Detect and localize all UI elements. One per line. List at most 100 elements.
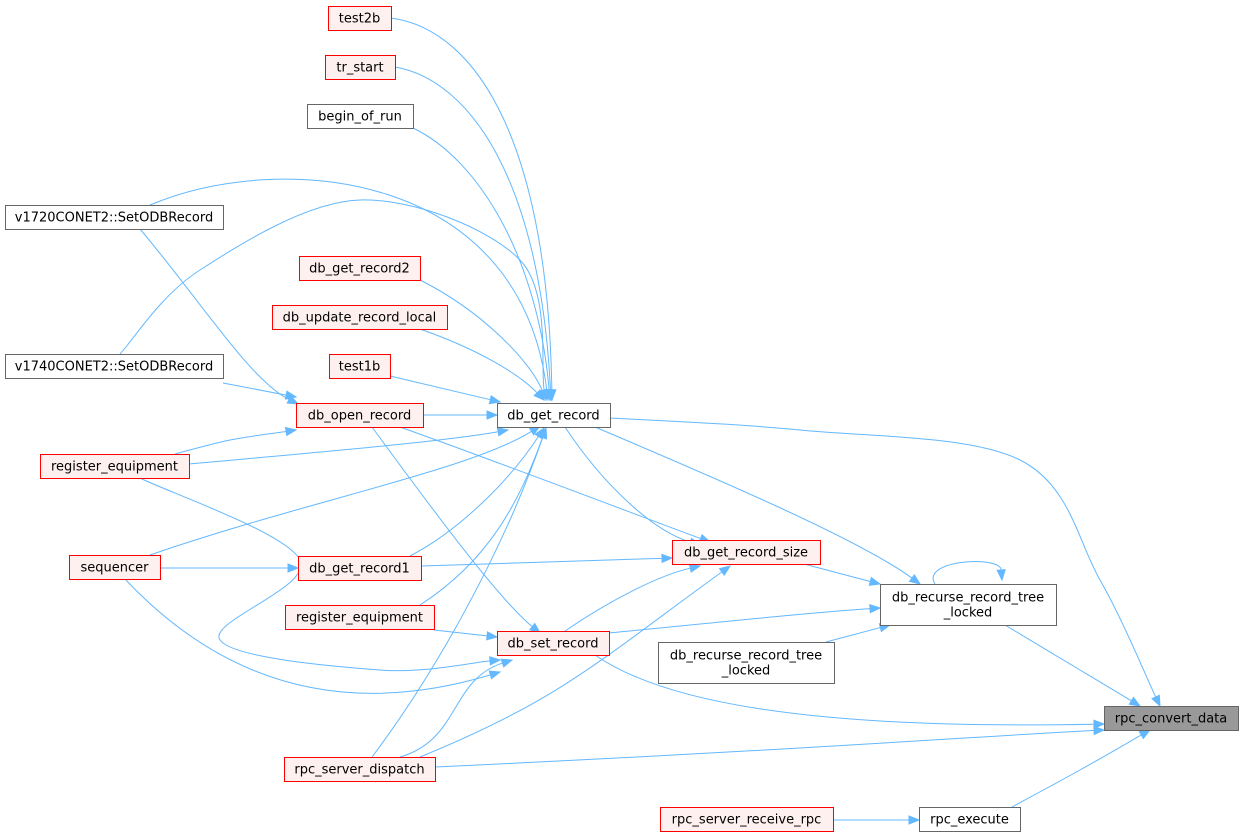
node-rpc-server-dispatch[interactable]: rpc_server_dispatch — [284, 757, 436, 782]
node-box[interactable] — [919, 807, 1021, 832]
node-box[interactable] — [672, 540, 821, 565]
edge-arrowhead — [996, 569, 1006, 582]
node-label: db_get_record — [507, 409, 599, 424]
node-rpc-server-receive-rpc[interactable]: rpc_server_receive_rpc — [660, 807, 834, 832]
edge-line — [149, 430, 532, 556]
edge-arrowhead — [1093, 725, 1106, 736]
edge-db_recurse_record_tree_locked_1-to-db_recurse_record_tree_locked_1 — [932, 561, 1006, 585]
edge-register_equipment_2-to-db_set_record — [433, 629, 499, 641]
edge-db_set_record-to-db_get_record_size — [564, 563, 702, 632]
edge-arrowhead — [496, 427, 510, 437]
node-box[interactable] — [658, 642, 835, 684]
edge-register_equipment_1-to-db_get_record — [188, 427, 510, 465]
edge-arrowhead — [661, 553, 674, 564]
node-begin-of-run[interactable]: begin_of_run — [307, 104, 414, 129]
node-box[interactable] — [284, 757, 436, 782]
edge-v1740-to-db_get_record — [119, 199, 549, 402]
node-db-open-record[interactable]: db_open_record — [296, 403, 424, 428]
edge-test2b-to-db_get_record — [390, 17, 557, 402]
node-label: test2b — [339, 12, 381, 27]
node-box[interactable] — [329, 354, 391, 379]
edge-line — [594, 654, 1095, 726]
node-v1740[interactable]: v1740CONET2::SetODBRecord — [5, 354, 224, 379]
edge-arrowhead — [284, 390, 298, 400]
edge-line — [1011, 734, 1142, 808]
node-box[interactable] — [40, 454, 190, 479]
node-db-get-record1[interactable]: db_get_record1 — [298, 556, 422, 581]
edge-db_get_record-to-db_get_record_size — [564, 426, 702, 547]
edge-line — [594, 426, 913, 579]
edge-line — [420, 557, 663, 567]
node-box[interactable] — [299, 256, 421, 281]
edge-line — [564, 567, 691, 632]
edge-line — [825, 627, 881, 643]
edge-line — [803, 563, 871, 582]
edge-arrowhead — [489, 656, 502, 666]
node-box[interactable] — [880, 584, 1057, 626]
node-box[interactable] — [285, 605, 435, 630]
node-rpc-execute[interactable]: rpc_execute — [919, 807, 1021, 832]
node-v1720[interactable]: v1720CONET2::SetODBRecord — [5, 205, 224, 230]
node-label: db_get_record_size — [684, 546, 808, 561]
edge-sequencer-to-db_get_record1 — [160, 563, 300, 573]
node-db-get-record-size[interactable]: db_get_record_size — [672, 540, 821, 565]
node-label: db_recurse_record_tree — [670, 649, 822, 664]
node-box[interactable] — [69, 555, 161, 580]
edge-line — [608, 608, 871, 634]
node-box[interactable] — [328, 6, 392, 31]
node-box[interactable] — [497, 403, 611, 428]
node-tr-start[interactable]: tr_start — [325, 55, 396, 80]
edge-db_get_record1-to-db_get_record — [409, 426, 545, 557]
node-db-update-record-local[interactable]: db_update_record_local — [272, 305, 448, 330]
node-sequencer[interactable]: sequencer — [69, 555, 161, 580]
edge-line — [389, 375, 491, 401]
node-box[interactable] — [272, 305, 448, 330]
edge-arrowhead — [533, 389, 545, 401]
edge-arrowhead — [908, 573, 922, 585]
edge-register_equipment_1-to-db_open_record — [174, 426, 298, 455]
node-test1b[interactable]: test1b — [329, 354, 391, 379]
node-rpc-convert-data[interactable]: rpc_convert_data — [1104, 706, 1239, 731]
node-box[interactable] — [5, 205, 224, 230]
node-db-set-record[interactable]: db_set_record — [497, 631, 610, 656]
node-box[interactable] — [296, 403, 424, 428]
edge-v1740-to-db_open_record — [222, 382, 298, 400]
edge-db_get_record-to-db_recurse_record_tree_locked_1 — [594, 426, 922, 585]
node-box[interactable] — [307, 104, 414, 129]
node-label: v1720CONET2::SetODBRecord — [15, 211, 213, 226]
node-label: register_equipment — [296, 611, 423, 626]
edge-line — [419, 279, 543, 391]
edge-arrowhead — [488, 670, 502, 680]
edge-db_open_record-to-db_get_record — [423, 410, 499, 420]
edge-tr_start-to-db_get_record — [394, 66, 556, 402]
node-db-get-record2[interactable]: db_get_record2 — [299, 256, 421, 281]
node-label: db_open_record — [308, 409, 411, 424]
node-box[interactable] — [5, 354, 224, 379]
node-db-recurse-record-tree-locked-1[interactable]: db_recurse_record_tree_locked — [880, 584, 1057, 626]
node-label: rpc_convert_data — [1115, 712, 1228, 727]
node-box[interactable] — [1104, 706, 1239, 731]
node-label: test1b — [339, 360, 381, 375]
edge-line — [419, 437, 544, 606]
edge-line — [222, 382, 287, 396]
node-box[interactable] — [325, 55, 396, 80]
edge-rpc_server_dispatch-to-rpc_convert_data — [434, 725, 1106, 768]
edge-line — [419, 571, 723, 758]
edge-arrowhead — [1128, 696, 1142, 707]
node-register-equipment-1[interactable]: register_equipment — [40, 454, 190, 479]
node-test2b[interactable]: test2b — [328, 6, 392, 31]
node-box[interactable] — [497, 631, 610, 656]
node-box[interactable] — [660, 807, 834, 832]
node-box[interactable] — [298, 556, 422, 581]
edge-arrowhead — [1093, 719, 1106, 729]
node-db-recurse-record-tree-locked-2[interactable]: db_recurse_record_tree_locked — [658, 642, 835, 684]
edge-line — [609, 417, 1157, 698]
node-register-equipment-2[interactable]: register_equipment — [285, 605, 435, 630]
edge-db_get_record-to-rpc_convert_data — [609, 417, 1161, 708]
nodes-layer: test2btr_startbegin_of_runv1720CONET2::S… — [5, 6, 1239, 832]
edge-arrowhead — [869, 603, 882, 614]
node-db-get-record[interactable]: db_get_record — [497, 403, 611, 428]
edge-line — [932, 561, 1002, 585]
edge-db_get_record1-to-db_get_record_size — [420, 553, 674, 567]
